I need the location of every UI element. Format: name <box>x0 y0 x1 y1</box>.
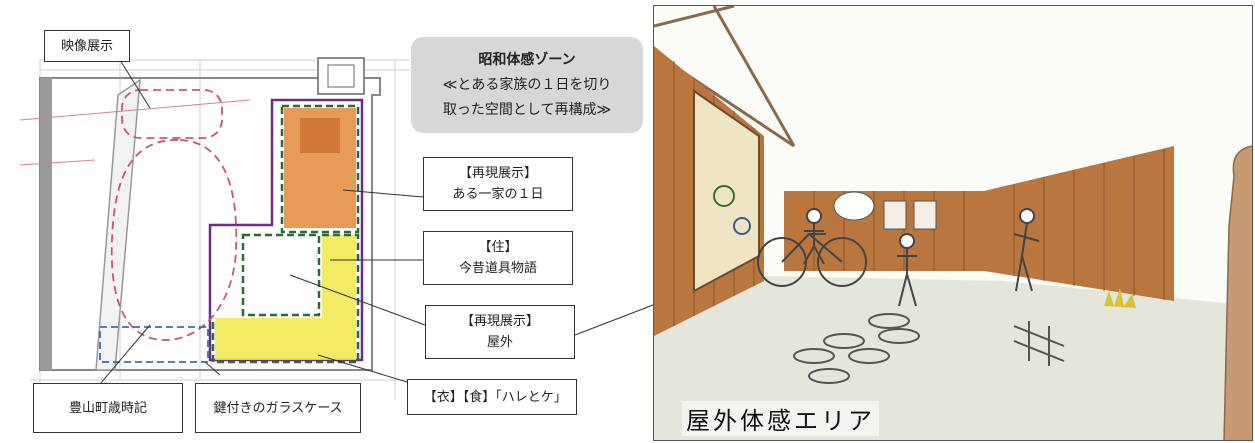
zone-bubble: 昭和体感ゾーン ≪とある家族の１日を切り 取った空間として再構成≫ <box>411 37 643 133</box>
outdoor-area-sketch: 屋外体感エリア <box>653 5 1253 441</box>
zone-line3: 取った空間として再構成≫ <box>442 101 612 118</box>
exhibit-outline-outdoor <box>241 233 321 317</box>
exhibit-outline-family <box>280 104 360 234</box>
callout-video: 映像展示 <box>44 30 130 62</box>
sketch-children <box>803 208 1040 307</box>
area-clothing-food <box>215 235 356 360</box>
callout-seasons-label: 豊山町歳時記 <box>68 400 147 416</box>
sketch-right-wall <box>984 146 1174 301</box>
callout-seasons: 豊山町歳時記 <box>33 383 183 433</box>
sloped-wall <box>95 78 141 371</box>
stair-block-inner <box>327 64 355 88</box>
callout-reproduction-family-title: 【再現展示】 <box>458 166 537 181</box>
callout-video-label: 映像展示 <box>60 38 113 54</box>
sketch-illustration <box>654 6 1252 440</box>
sketch-poster-small-1 <box>883 200 907 230</box>
callout-clothing-food: 【衣】【食】｢ハレとケ｣ <box>407 379 577 415</box>
zone-line2: ≪とある家族の１日を切り <box>442 76 612 93</box>
callout-reproduction-outdoor: 【再現展示】 屋外 <box>425 305 575 359</box>
callout-reproduction-family-body: ある一家の１日 <box>452 187 544 202</box>
sketch-poster-small-2 <box>913 200 937 230</box>
stair-block <box>317 57 365 95</box>
callout-living-body: 今昔道具物語 <box>458 261 537 276</box>
sketch-tictactoe <box>1013 321 1065 366</box>
west-wall <box>40 78 52 370</box>
sketch-hopscotch <box>793 313 920 384</box>
floor-plan <box>19 57 654 400</box>
callout-living-title: 【住】 <box>478 240 518 255</box>
zone-title: 昭和体感ゾーン <box>478 51 576 68</box>
callout-reproduction-outdoor-body: 屋外 <box>486 335 513 350</box>
reference-line <box>19 99 251 121</box>
exhibit-zone-boundary <box>208 98 364 362</box>
sketch-floor <box>654 276 1252 440</box>
sketch-grass <box>1104 288 1136 308</box>
sketch-poster-circle-2 <box>733 217 751 235</box>
callout-reproduction-outdoor-title: 【再現展示】 <box>460 314 539 329</box>
seasons-zone-outline <box>110 139 238 341</box>
callout-living: 【住】 今昔道具物語 <box>423 231 573 285</box>
leader-lines <box>94 59 654 391</box>
sketch-caption: 屋外体感エリア <box>682 401 879 436</box>
callout-reproduction-family: 【再現展示】 ある一家の１日 <box>423 157 573 211</box>
sketch-poster-circle-1 <box>713 185 735 207</box>
video-zone-outline <box>121 89 223 139</box>
callout-clothing-food-label: 【衣】【食】｢ハレとケ｣ <box>423 389 561 405</box>
sketch-postbox <box>1223 145 1252 440</box>
glass-case-outline <box>99 326 209 363</box>
exhibit-outline-clothing-food <box>211 233 360 364</box>
sketch-right-wall-planks <box>1013 149 1165 300</box>
callout-glass-case: 鍵付きのガラスケース <box>195 383 361 433</box>
sketch-speech-bubble <box>833 191 875 221</box>
callout-glass-case-label: 鍵付きのガラスケース <box>213 400 343 416</box>
area-family-day-tatami <box>300 118 340 153</box>
reference-line-2 <box>19 159 96 166</box>
